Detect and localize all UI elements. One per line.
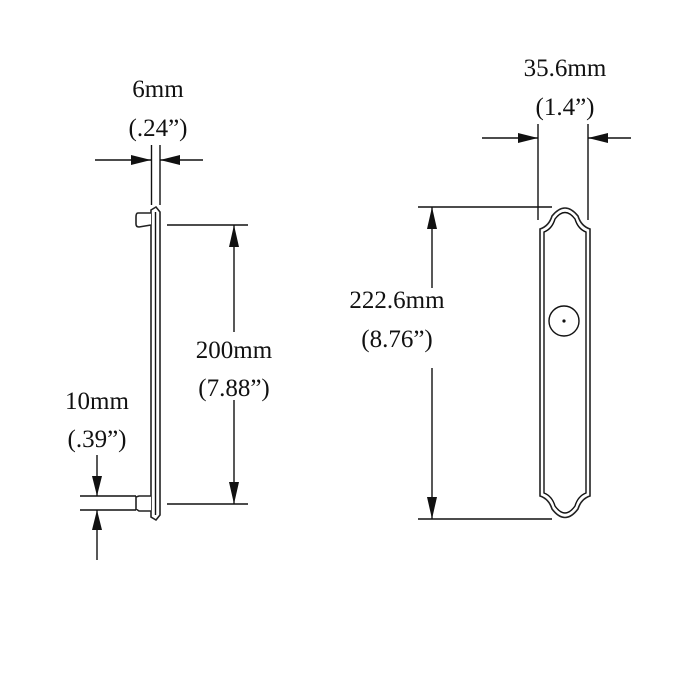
keyhole-circle <box>548 305 580 337</box>
post-diameter-dimension <box>80 455 136 560</box>
width-imperial-label: (1.4”) <box>536 94 595 121</box>
mount-spacing-metric-label: 200mm <box>196 337 273 364</box>
thickness-metric-label: 6mm <box>132 76 184 103</box>
mount-spacing-imperial-label: (7.88”) <box>198 375 270 402</box>
height-imperial-label: (8.76”) <box>361 326 433 353</box>
height-metric-label: 222.6mm <box>349 287 445 314</box>
width-dimension <box>482 124 631 220</box>
thickness-imperial-label: (.24”) <box>129 115 188 142</box>
post-diameter-metric-label: 10mm <box>65 388 129 415</box>
side-view-plate <box>135 205 161 522</box>
post-diameter-imperial-label: (.39”) <box>68 426 127 453</box>
width-metric-label: 35.6mm <box>524 55 607 82</box>
mount-spacing-dimension <box>167 224 248 505</box>
thickness-dimension <box>95 145 203 205</box>
height-dimension <box>418 206 552 520</box>
front-view-plate <box>539 207 591 519</box>
